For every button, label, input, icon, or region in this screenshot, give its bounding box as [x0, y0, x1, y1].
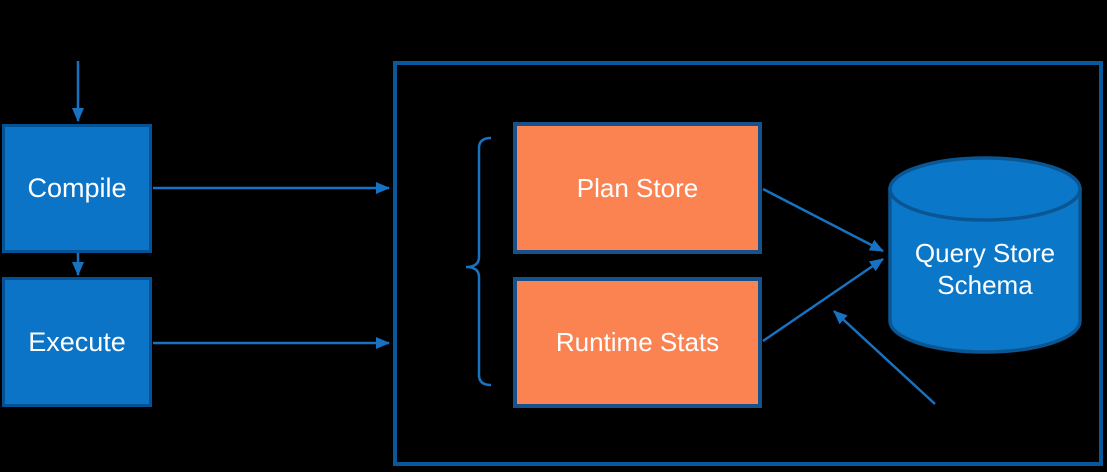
plan-store-box: Plan Store	[513, 122, 762, 254]
query-store-schema-label-line2: Schema	[937, 270, 1033, 300]
compile-label: Compile	[27, 173, 127, 203]
execute-box: Execute	[2, 277, 152, 407]
compile-box: Compile	[2, 124, 152, 253]
query-store-schema-label-line1: Query Store	[914, 238, 1056, 269]
runtime-stats-box: Runtime Stats	[513, 277, 762, 408]
query-store-schema-label: Query Store Schema	[888, 226, 1082, 314]
runtime-stats-label: Runtime Stats	[555, 327, 720, 357]
execute-label: Execute	[28, 326, 126, 357]
plan-store-label: Plan Store	[576, 172, 699, 203]
container-box	[393, 61, 1103, 466]
